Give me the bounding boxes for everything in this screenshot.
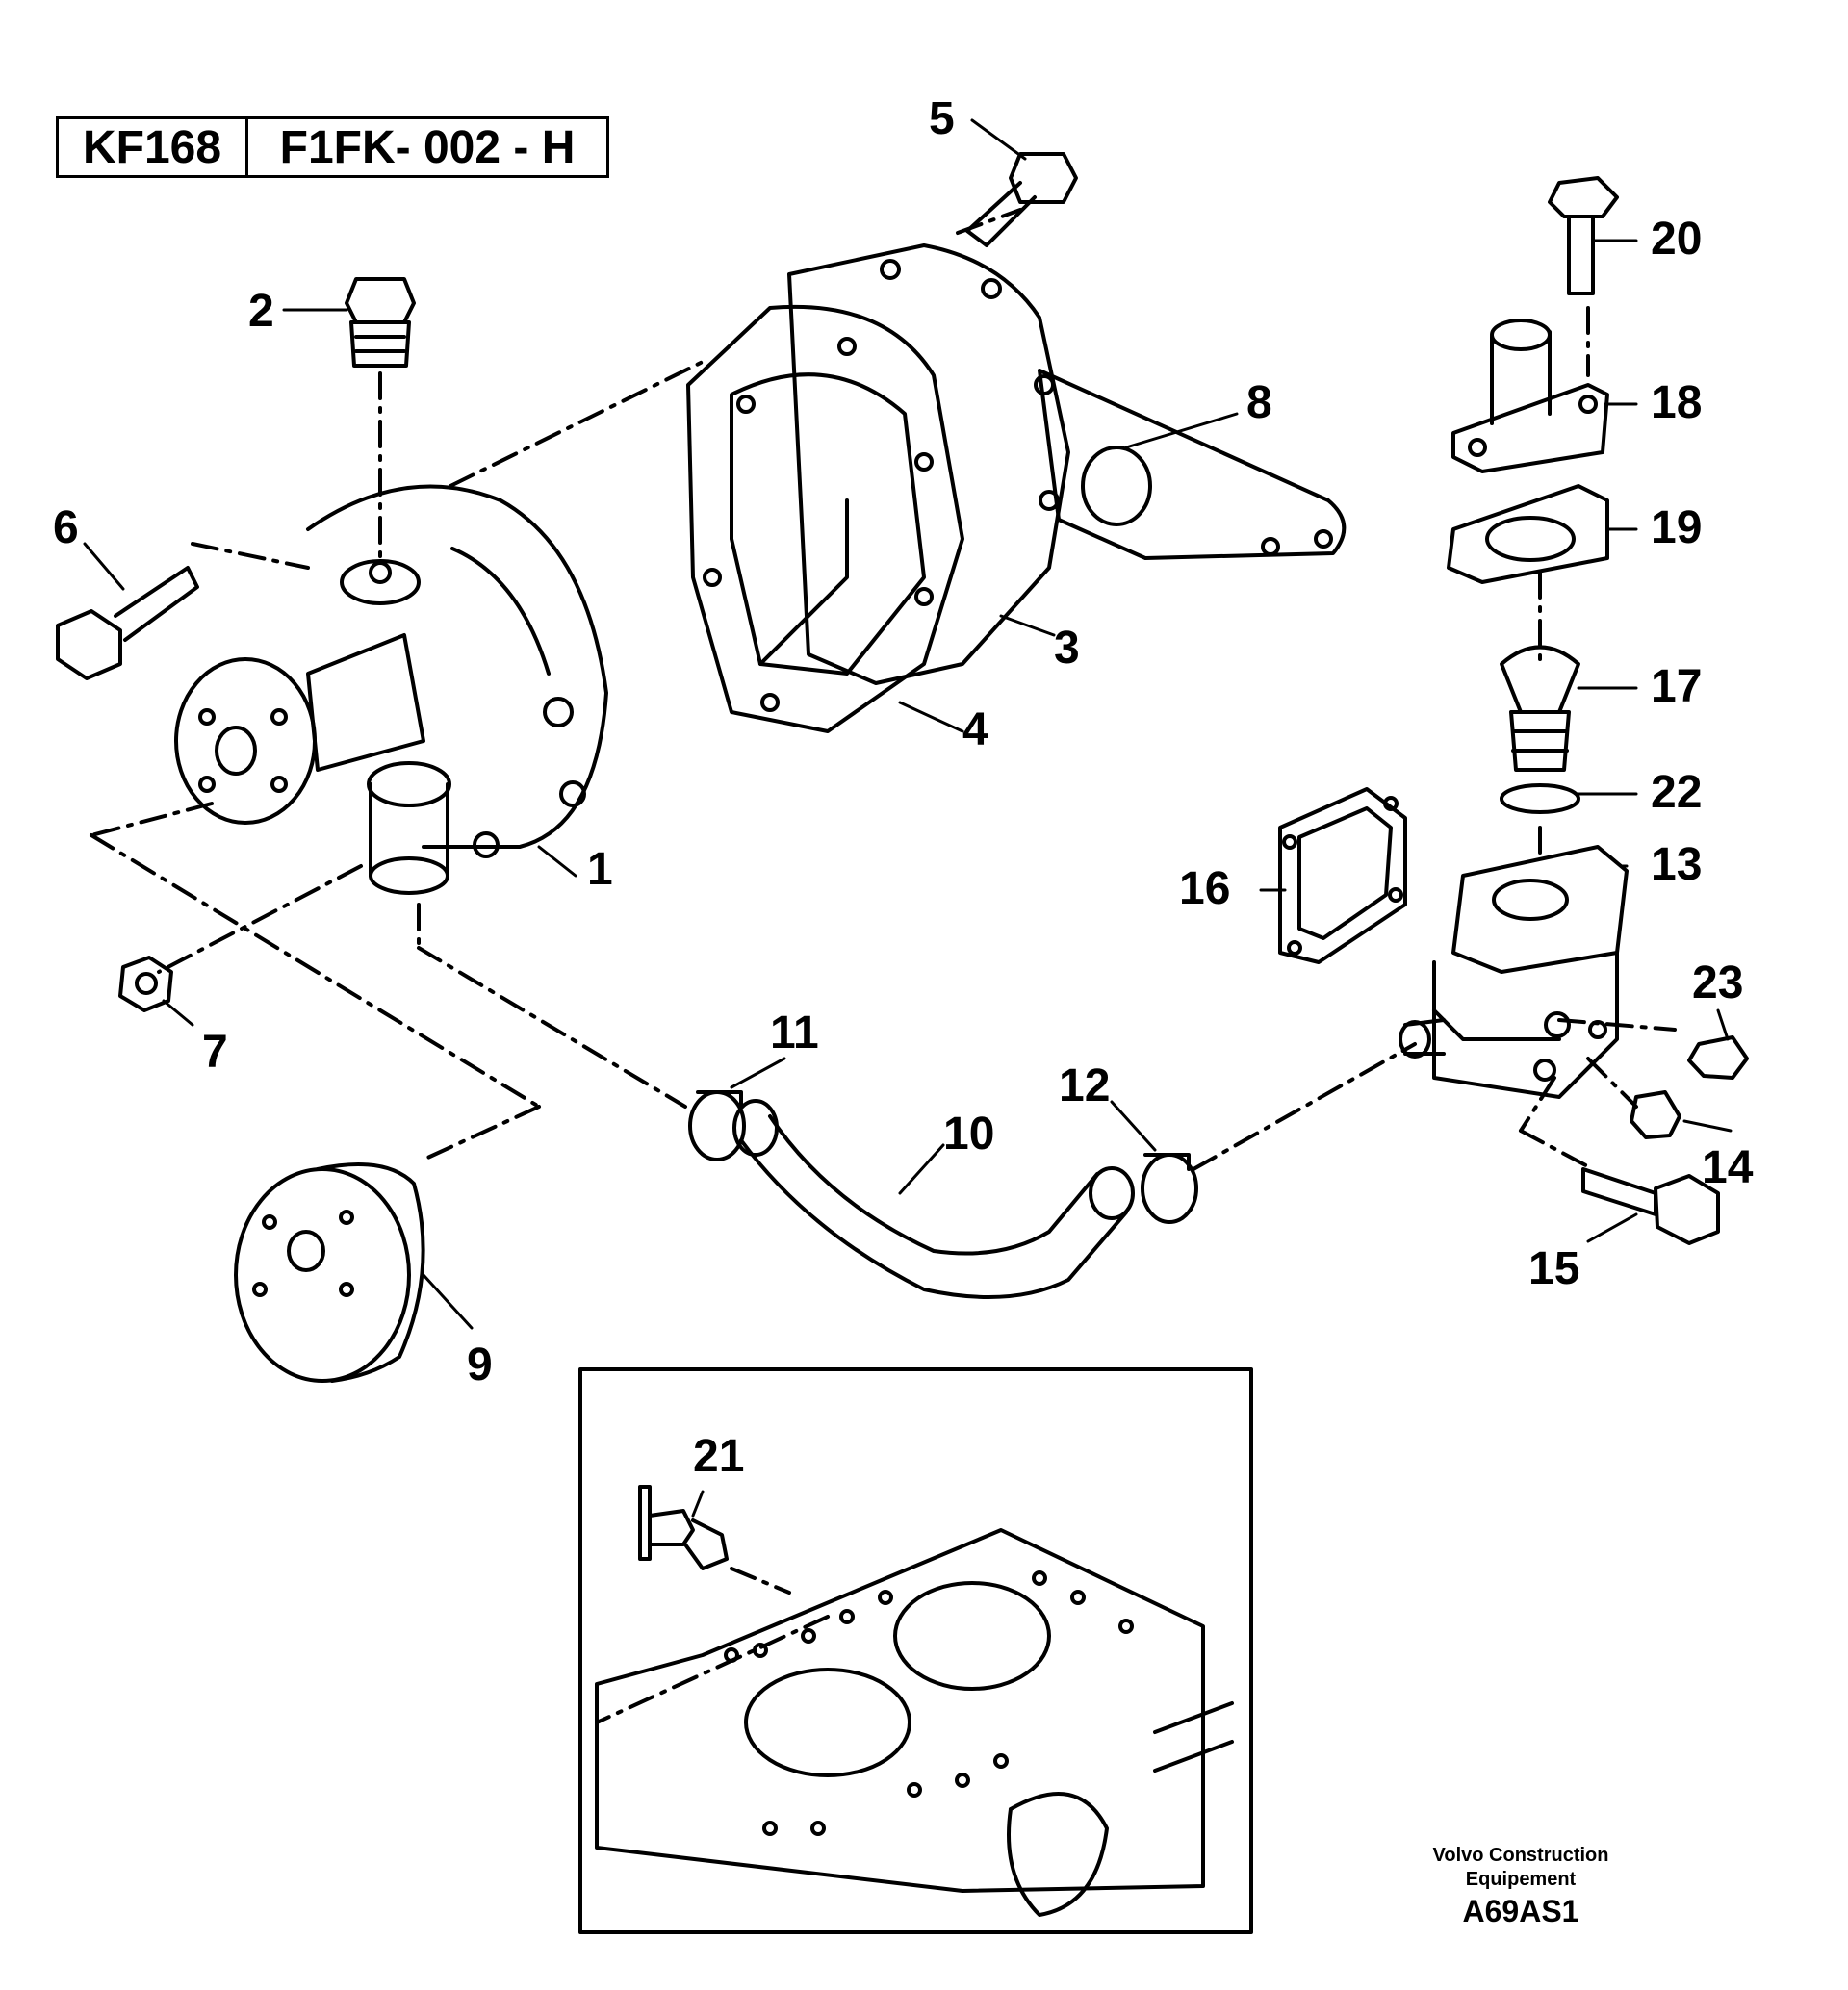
bolt-part-6: [56, 566, 199, 680]
dash-leader-lines: [90, 208, 1677, 1724]
gasket-part-4: [686, 304, 964, 733]
callout-21: 21: [693, 1431, 745, 1482]
callout-10: 10: [943, 1109, 995, 1160]
brand-line-2: Equipement: [1465, 1869, 1577, 1890]
callout-17: 17: [1651, 661, 1703, 712]
callout-7: 7: [202, 1027, 228, 1078]
callout-14: 14: [1702, 1142, 1754, 1193]
thermostat-housing-part-13: [1399, 845, 1629, 1099]
callout-16: 16: [1179, 863, 1231, 914]
callout-3: 3: [1054, 623, 1080, 674]
callout-11: 11: [770, 1008, 819, 1059]
callout-4: 4: [962, 704, 988, 755]
engine-block-illustration: [595, 1528, 1234, 1917]
callout-13: 13: [1651, 839, 1703, 890]
gasket-part-19: [1447, 484, 1609, 584]
bolt-part-20: [1548, 176, 1619, 295]
callout-1: 1: [587, 844, 613, 895]
outlet-cover-part-18: [1451, 319, 1609, 473]
callout-8: 8: [1246, 377, 1272, 428]
callout-18: 18: [1651, 377, 1703, 428]
callout-20: 20: [1651, 214, 1703, 265]
callout-2: 2: [248, 286, 274, 337]
nut-part-7: [118, 956, 173, 1012]
figure-id: A69AS1: [1462, 1894, 1579, 1928]
drain-cock-part-21: [638, 1485, 729, 1570]
callout-5: 5: [929, 93, 955, 144]
plug-part-2: [345, 277, 416, 368]
callout-15: 15: [1528, 1243, 1580, 1294]
water-pump-part-1: [174, 484, 608, 895]
callout-12: 12: [1059, 1060, 1111, 1111]
callout-23: 23: [1692, 957, 1744, 1008]
o-ring-part-22: [1500, 783, 1580, 814]
hose-part-10: [732, 1099, 1135, 1299]
callout-leaders: [83, 118, 1732, 1518]
callout-22: 22: [1651, 767, 1703, 818]
thermostat-part-17: [1500, 645, 1580, 772]
model-code: KF168: [82, 121, 222, 173]
clamp-part-12: [1141, 1153, 1198, 1224]
gasket-part-16: [1278, 787, 1407, 964]
brand-line-1: Volvo Construction: [1432, 1845, 1609, 1866]
inset-frame: [578, 1367, 1253, 1934]
clamp-part-11: [688, 1090, 746, 1161]
callout-9: 9: [467, 1339, 493, 1390]
bolt-part-15: [1581, 1167, 1720, 1245]
bracket-part-8: [1038, 369, 1347, 560]
bolt-part-5: [965, 152, 1078, 247]
pulley-part-9: [234, 1162, 425, 1383]
callout-19: 19: [1651, 502, 1703, 553]
plug-part-14: [1630, 1090, 1681, 1139]
section-code: F1FK- 002 - H: [279, 121, 576, 173]
model-code-box: KF168: [56, 116, 248, 178]
callout-6: 6: [53, 502, 79, 553]
brand-label: Volvo Construction Equipement: [1405, 1844, 1636, 1892]
section-code-box: F1FK- 002 - H: [245, 116, 609, 178]
plug-part-23: [1687, 1035, 1749, 1080]
